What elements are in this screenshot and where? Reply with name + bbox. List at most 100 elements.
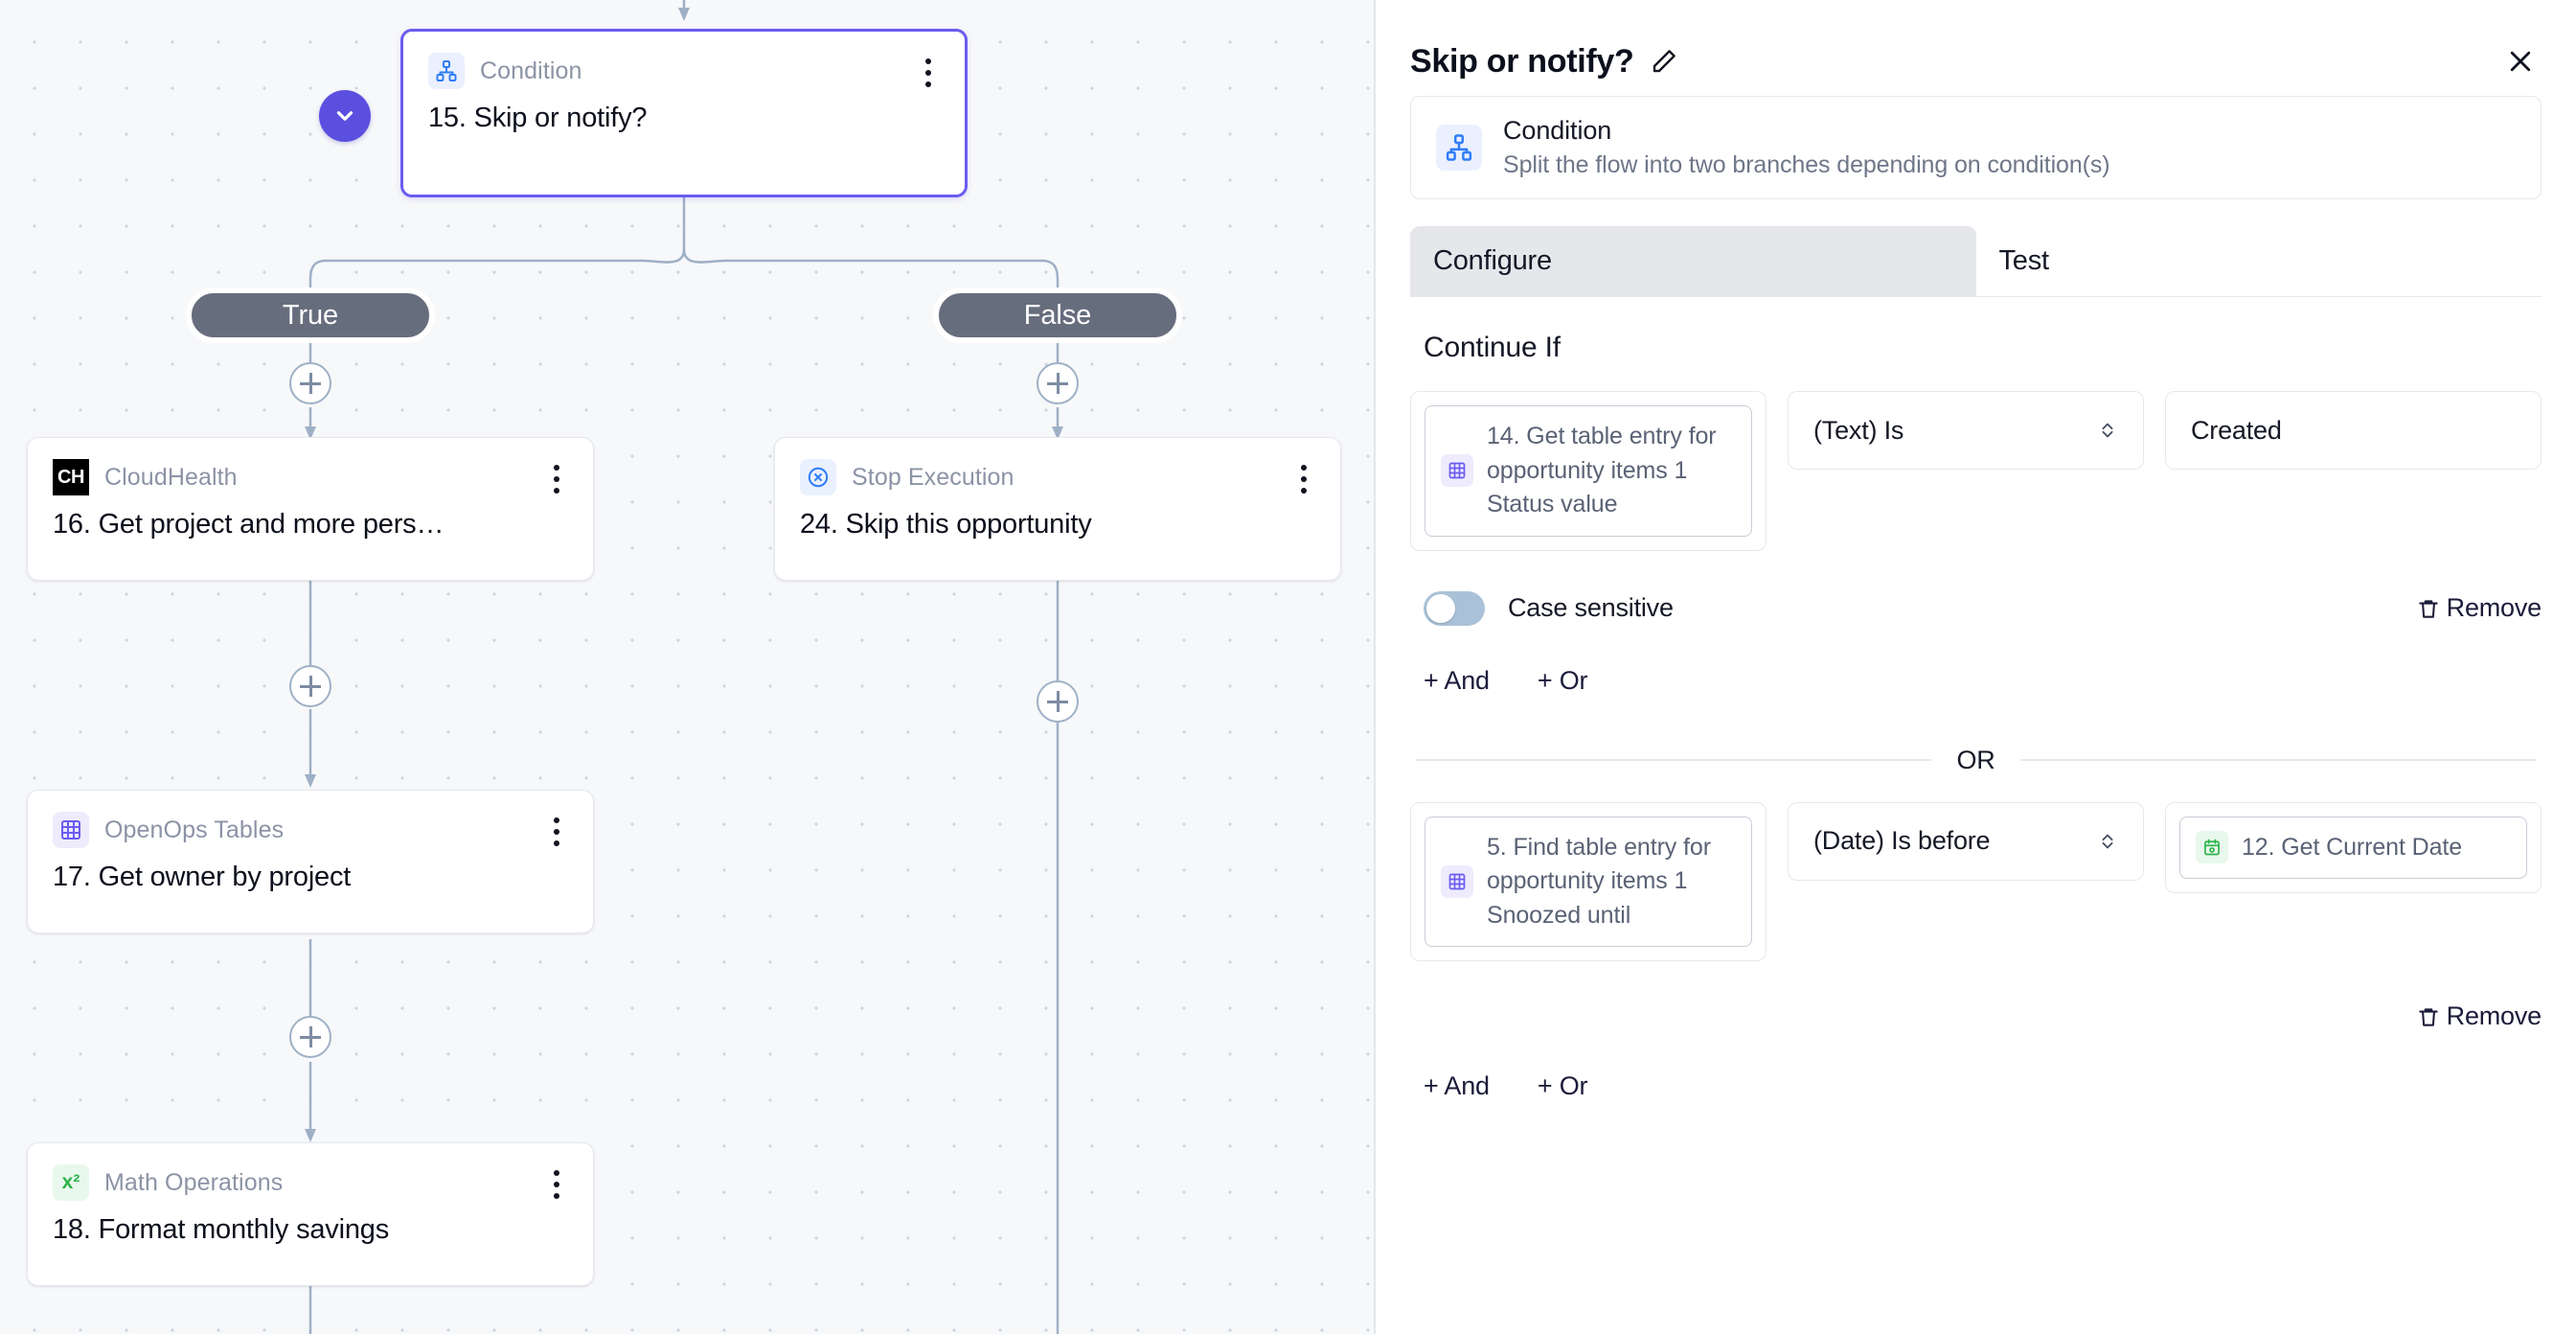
or-label: OR xyxy=(1956,745,1995,774)
remove-condition-button-1[interactable]: Remove xyxy=(2416,593,2542,623)
field-chip-text-1: 14. Get table entry for opportunity item… xyxy=(1487,423,1717,518)
case-sensitive-toggle[interactable] xyxy=(1424,590,1485,626)
node-title: 18. Format monthly savings xyxy=(53,1214,389,1245)
chevron-updown-icon xyxy=(2102,423,2113,438)
condition-icon xyxy=(1436,125,1482,171)
operator-value-1: (Text) Is xyxy=(1813,415,1904,445)
close-icon xyxy=(2510,51,2531,72)
flow-node-condition[interactable]: Condition 15. Skip or notify? xyxy=(400,29,968,197)
piece-info-card: Condition Split the flow into two branch… xyxy=(1410,96,2542,199)
panel-header: Skip or notify? xyxy=(1410,0,2542,92)
tab-configure[interactable]: Configure xyxy=(1410,226,1976,296)
branch-false-text: False xyxy=(1023,299,1092,331)
node-header: Stop Execution xyxy=(800,459,1315,495)
node-kind-label: CloudHealth xyxy=(104,463,238,491)
continue-if-label: Continue If xyxy=(1424,332,1561,363)
branch-label-true: True xyxy=(186,288,435,343)
node-header: OpenOps Tables xyxy=(53,812,568,848)
node-kind-label: Math Operations xyxy=(104,1168,284,1196)
node-header: x² Math Operations xyxy=(53,1164,568,1201)
condition-value-box-2[interactable]: 12. Get Current Date xyxy=(2165,801,2542,893)
toggle-knob xyxy=(1426,593,1455,623)
branch-true-text: True xyxy=(282,299,339,331)
chevron-down-icon xyxy=(336,111,353,121)
add-and-button-1[interactable]: + And xyxy=(1424,665,1490,695)
cloudhealth-logo: CH xyxy=(53,459,89,495)
remove-row-2: Remove xyxy=(1410,1001,2542,1031)
tables-icon xyxy=(53,812,89,848)
value-chip-2[interactable]: 12. Get Current Date xyxy=(2179,816,2527,879)
piece-description: Split the flow into two branches dependi… xyxy=(1503,151,2110,178)
flow-node-math-operations[interactable]: x² Math Operations 18. Format monthly sa… xyxy=(27,1142,594,1286)
trash-icon xyxy=(2418,1007,2438,1026)
node-menu-button[interactable] xyxy=(545,463,568,495)
condition-field-box-2[interactable]: 5. Find table entry for opportunity item… xyxy=(1410,801,1767,961)
case-sensitive-row-1: Case sensitive Remove xyxy=(1410,590,2542,626)
node-menu-button[interactable] xyxy=(545,816,568,848)
branch-label-false: False xyxy=(933,288,1182,343)
add-step-button-after-24[interactable] xyxy=(1037,680,1079,723)
close-panel-button[interactable] xyxy=(2501,42,2540,80)
node-title: 15. Skip or notify? xyxy=(428,103,648,133)
condition-value-input-1[interactable]: Created xyxy=(2165,391,2542,470)
node-title: 24. Skip this opportunity xyxy=(800,509,1092,540)
add-condition-row-1: + And + Or xyxy=(1410,666,2542,696)
tables-icon xyxy=(1441,864,1473,898)
add-step-button-after-16[interactable] xyxy=(289,665,331,707)
divider-line-left xyxy=(1416,759,1932,761)
add-or-button-2[interactable]: + Or xyxy=(1537,1071,1588,1100)
node-title: 17. Get owner by project xyxy=(53,862,352,892)
node-title: 16. Get project and more pers… xyxy=(53,509,445,540)
condition-row-1: 14. Get table entry for opportunity item… xyxy=(1410,391,2542,551)
node-menu-button[interactable] xyxy=(545,1168,568,1201)
canvas-panel-divider xyxy=(1374,0,1376,1334)
tab-test[interactable]: Test xyxy=(1998,245,2050,276)
field-chip-2[interactable]: 5. Find table entry for opportunity item… xyxy=(1425,816,1752,947)
value-chip-text-2: 12. Get Current Date xyxy=(2242,833,2463,861)
step-settings-panel: Skip or notify? Condi xyxy=(1376,0,2576,1334)
remove-condition-button-2[interactable]: Remove xyxy=(2416,1001,2542,1031)
remove-label-1: Remove xyxy=(2446,593,2542,622)
node-menu-button[interactable] xyxy=(1292,463,1315,495)
trash-icon xyxy=(2418,599,2438,618)
condition-icon xyxy=(428,53,465,89)
piece-name: Condition xyxy=(1503,116,1612,145)
operator-value-2: (Date) Is before xyxy=(1813,826,1991,855)
tables-icon xyxy=(1441,454,1473,488)
chevron-updown-icon xyxy=(2102,834,2113,848)
node-kind-label: Stop Execution xyxy=(852,463,1014,491)
condition-row-2: 5. Find table entry for opportunity item… xyxy=(1410,801,2542,961)
edit-title-icon[interactable] xyxy=(1650,47,1678,76)
flow-canvas[interactable]: Condition 15. Skip or notify? True False… xyxy=(0,0,1376,1334)
flow-node-openops-tables[interactable]: OpenOps Tables 17. Get owner by project xyxy=(27,790,594,933)
node-header: Condition xyxy=(428,53,940,89)
flow-node-cloudhealth[interactable]: CH CloudHealth 16. Get project and more … xyxy=(27,437,594,581)
operator-select-2[interactable]: (Date) Is before xyxy=(1788,801,2144,881)
panel-tabs: Configure Test xyxy=(1410,226,2542,297)
condition-field-box-1[interactable]: 14. Get table entry for opportunity item… xyxy=(1410,391,1767,551)
or-divider: OR xyxy=(1410,746,2542,775)
node-kind-label: Condition xyxy=(480,57,582,84)
flow-node-stop-execution[interactable]: Stop Execution 24. Skip this opportunity xyxy=(774,437,1341,581)
node-kind-label: OpenOps Tables xyxy=(104,816,285,843)
node-menu-button[interactable] xyxy=(917,57,940,89)
calendar-icon xyxy=(2196,831,2228,864)
remove-label-2: Remove xyxy=(2446,1001,2542,1030)
page-title: Skip or notify? xyxy=(1410,42,1634,80)
stop-icon xyxy=(800,459,836,495)
field-chip-1[interactable]: 14. Get table entry for opportunity item… xyxy=(1425,405,1752,537)
add-step-button-false[interactable] xyxy=(1037,362,1079,404)
add-step-button-after-17[interactable] xyxy=(289,1016,331,1058)
node-header: CH CloudHealth xyxy=(53,459,568,495)
collapse-branch-button[interactable] xyxy=(319,90,371,142)
flow-edges xyxy=(305,0,1063,1334)
divider-line-right xyxy=(2019,759,2537,761)
field-chip-text-2: 5. Find table entry for opportunity item… xyxy=(1487,833,1711,929)
add-step-button-true[interactable] xyxy=(289,362,331,404)
add-and-button-2[interactable]: + And xyxy=(1424,1071,1490,1100)
case-sensitive-label: Case sensitive xyxy=(1508,593,1674,622)
add-condition-row-2: + And + Or xyxy=(1410,1071,2542,1101)
operator-select-1[interactable]: (Text) Is xyxy=(1788,391,2144,470)
math-icon: x² xyxy=(53,1164,89,1201)
add-or-button-1[interactable]: + Or xyxy=(1537,665,1588,695)
